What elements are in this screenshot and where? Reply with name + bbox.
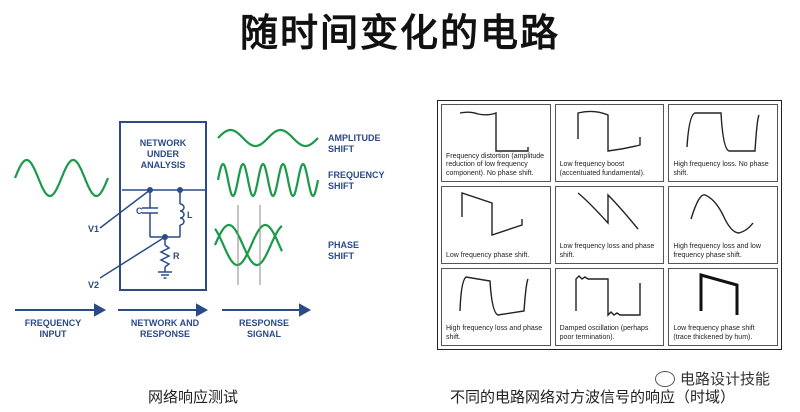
phase-shift-wave-a [214, 223, 283, 267]
response-cell: High frequency loss and phase shift. [441, 268, 551, 346]
square-wave-trace [699, 273, 739, 315]
wechat-icon [654, 370, 675, 387]
v2-label: V2 [88, 280, 100, 290]
square-wave-trace [576, 110, 641, 152]
response-cell: Damped oscillation (perhaps poor termina… [554, 268, 665, 346]
amplitude-shift-label: AMPLITUDE SHIFT [328, 133, 381, 154]
phase-shift-wave-b [214, 223, 283, 267]
square-wave-trace [690, 194, 754, 234]
left-caption: 网络响应测试 [148, 388, 239, 406]
frequency-shift-label: FREQUENCY SHIFT [328, 170, 385, 191]
square-wave-response-grid: Frequency distortion (amplitude reductio… [437, 100, 782, 350]
response-signal-label: RESPONSE SIGNAL [238, 318, 289, 339]
capacitor-label: C [136, 206, 143, 216]
network-box-label: NETWORK UNDER ANALYSIS [139, 138, 187, 170]
square-wave-trace [461, 192, 523, 236]
inductor-label: L [187, 210, 193, 220]
network-response-diagram [13, 121, 320, 317]
response-cell: High frequency loss. No phase shift. [668, 104, 778, 182]
response-cell: Low frequency phase shift (trace thicken… [668, 268, 778, 346]
square-wave-trace [577, 192, 639, 230]
phase-shift-label: PHASE SHIFT [328, 240, 360, 261]
v1-label: V1 [88, 224, 100, 234]
response-cell: Low frequency phase shift. [441, 186, 551, 264]
response-cell: Low frequency loss and phase shift. [554, 186, 665, 264]
response-cell: Low frequency boost (accentuated fundame… [554, 104, 665, 182]
square-wave-trace [459, 111, 529, 152]
bottom-arrows [15, 303, 312, 317]
watermark-text: 电路设计技能 [679, 370, 770, 388]
watermark: 电路设计技能 [654, 368, 770, 389]
resistor-label: R [173, 251, 180, 261]
response-cell: Frequency distortion (amplitude reductio… [441, 104, 551, 182]
circuit-schematic [99, 189, 206, 279]
network-response-label: NETWORK AND RESPONSE [130, 318, 200, 339]
frequency-input-label: FREQUENCY INPUT [24, 318, 82, 339]
amplitude-shift-wave [217, 128, 319, 148]
input-sine-wave [13, 158, 110, 198]
square-wave-trace [459, 276, 529, 316]
response-cell: High frequency loss and low frequency ph… [668, 186, 778, 264]
square-wave-trace [686, 112, 760, 152]
page-title: 随时间变化的电路 [239, 11, 560, 55]
frequency-shift-wave [216, 162, 320, 198]
square-wave-trace [574, 275, 641, 317]
network-box [119, 121, 207, 291]
right-caption: 不同的电路网络对方波信号的响应（时域） [450, 388, 736, 406]
